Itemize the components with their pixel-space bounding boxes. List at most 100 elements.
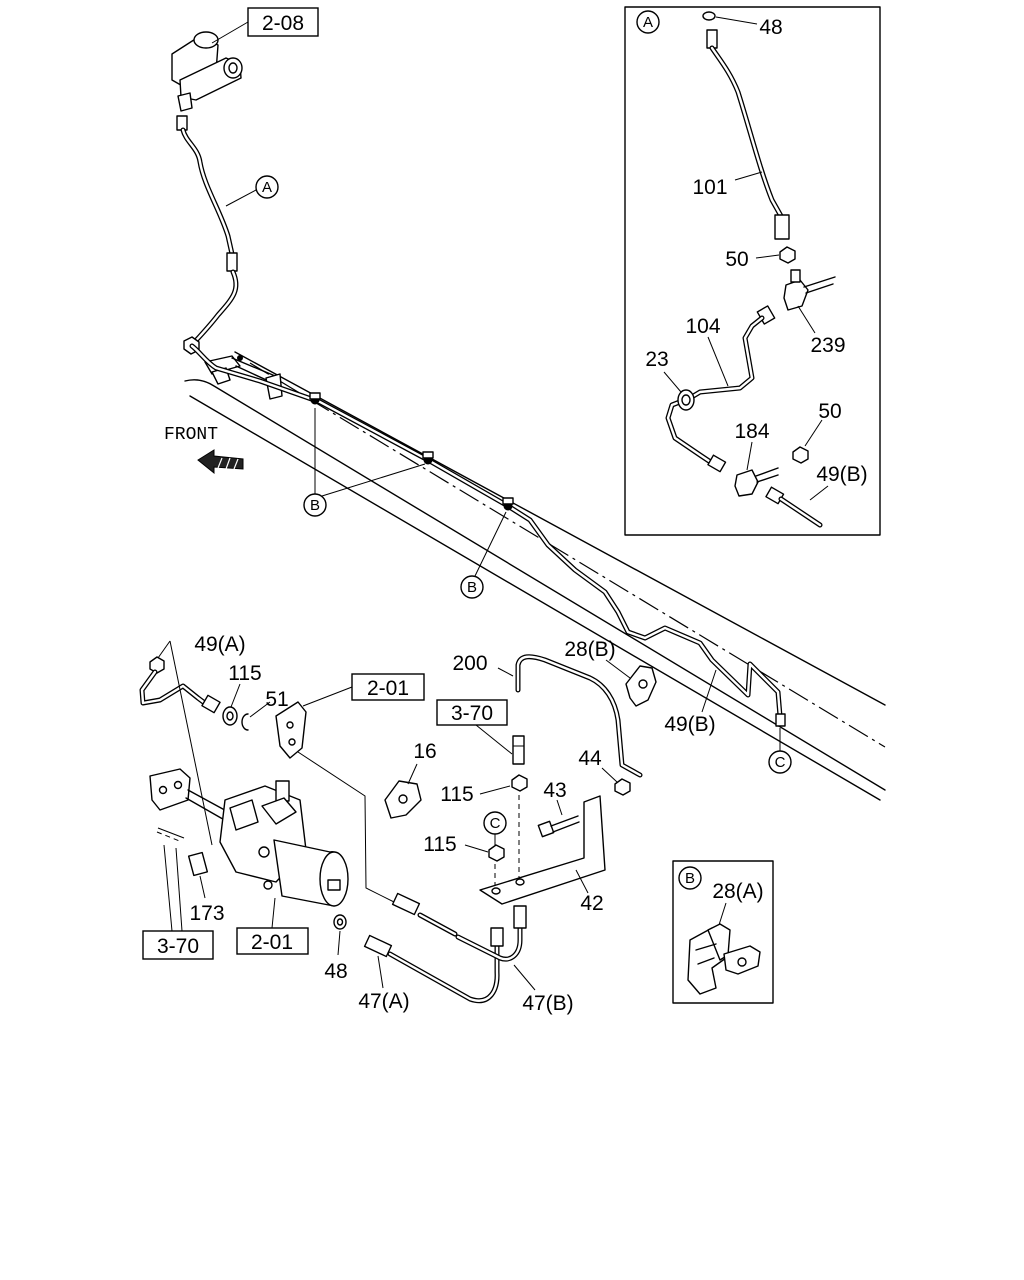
callout-pipe-end-c-letter: C [775,754,786,771]
detail-a-hose-shape [774,214,790,240]
label-clip-28a: 28(A) [712,880,763,903]
bolt-43-shape [537,820,555,838]
mounting-bracket [275,701,397,904]
callout-hose-a-shape [255,175,279,199]
label-bolt-43: 43 [543,779,566,802]
clip-16: 16 [384,740,437,819]
detail-a-marker-letter: A [643,14,653,31]
detail-a-pipe-out-shape [809,485,829,501]
detail-a-nut-lower-shape [792,446,809,464]
label-washer-48: 48 [324,960,347,983]
detail-a-nut-lower-shape [804,419,823,447]
flex-hose-a-shape [181,128,234,256]
brake-unit [149,768,349,907]
ref-label-2-08: 2-08 [262,12,304,35]
ref-box-master-cylinder[interactable]: 2-08 [211,7,319,44]
washer-115a-shape [226,711,234,721]
label-grommet-23: 23 [645,348,668,371]
label-rear-pipe[interactable]: 49(B) [664,669,717,736]
label-nut-115c: 115 [423,833,456,856]
hose-47a-shape [377,955,384,989]
clip-28a-shape [697,957,715,965]
detail-a-grommet-shape [681,394,691,406]
ref-box-union[interactable]: 3-70 [436,699,513,755]
washer-48-shape [336,918,344,926]
label-washer-48: 48 [759,16,782,39]
ring-51-shape [241,713,249,731]
ring-51-shape [249,701,271,718]
callout-clip-b-rear-letter: B [467,579,477,596]
callout-clip-b-front-letter: B [310,497,320,514]
mounting-bracket-shape [288,738,296,746]
detail-a-tee-upper-shape [797,305,816,334]
nut-115b: 115 [440,774,528,880]
detail-b-marker-letter: B [685,870,695,887]
ref-box-bracket-shape [302,686,353,707]
flex-hose-a-shape [226,252,238,272]
nut-115c-shape [488,844,505,862]
detail-a-pipe-out-shape [779,497,822,527]
frame-rail-shape [189,395,881,801]
callout-clip-b-rear-shape [474,511,507,577]
part-173: 173 [187,851,225,925]
bolt-43-shape [556,799,563,816]
hose-47a-shape [490,927,504,947]
callout-clip-b-rear[interactable]: B [460,511,507,599]
frame-rail [184,351,886,801]
label-clip-28b: 28(B) [564,638,615,661]
brake-unit-shape [229,799,259,831]
detail-a-tee-lower-shape [734,469,759,497]
label-hose-101: 101 [692,176,727,199]
flex-hose-a-shape [190,270,238,347]
callout-clip-b-front-shape [321,463,426,497]
front-indicator-shape [217,457,223,469]
clip-16-shape [407,763,418,785]
pipe-49a-shape [157,640,171,659]
pipe-clip-rear [502,497,514,511]
master-cylinder-shape [177,92,193,112]
label-pipe-104: 104 [685,315,720,338]
hose-47a: 47(A) [358,892,504,1013]
callout-pipe-end-c[interactable]: C [768,728,792,774]
nut-44-shape [614,778,631,796]
detail-a-tee-upper-shape [805,283,834,294]
hose-piece-shape [156,831,183,843]
part-173-shape [187,851,209,877]
washer-48: 48 [324,914,348,983]
detail-a-nut-upper-shape [755,254,780,259]
ref-box-unit[interactable]: 2-01 [236,897,309,955]
ref-box-part[interactable]: 3-70 [142,844,214,960]
detail-a-tee-lower-shape [746,441,753,471]
brake-pipe-49b-shape [775,713,786,727]
detail-a-nut-lower: 50 [792,400,842,464]
master-cylinder-shape [193,31,219,49]
ref-label-2-01-bracket: 2-01 [367,677,409,700]
frame-rail-shape [184,379,886,791]
callout-hose-a-letter: A [262,179,272,196]
brake-unit-shape [319,851,349,907]
callout-clip-b-front[interactable]: B [303,408,426,517]
hose-47a-shape [363,934,393,958]
ref-label-3-70-union: 3-70 [451,702,493,725]
brake-unit-shape [158,785,168,795]
bolt-43: 43 [537,779,580,838]
brake-unit-shape [173,780,183,790]
pipe-200-shape [516,655,642,777]
brake-unit-shape [263,880,273,890]
label-clip-16: 16 [413,740,436,763]
clip-28b-shape [605,659,631,679]
pipe-49a-shape [201,694,221,714]
label-rear-pipe-text: 49(B) [664,713,715,736]
detail-b-marker-shape [678,866,702,890]
label-pipe-49a: 49(A) [194,633,245,656]
detail-b-inset: B 28(A) [672,860,774,1004]
washer-48-shape [337,930,341,956]
detail-a-tee-upper: 239 [783,269,846,357]
callout-c-lower[interactable]: C [483,811,507,846]
front-indicator-shape [233,458,239,470]
callout-hose-a[interactable]: A [225,175,279,207]
ref-box-bracket[interactable]: 2-01 [302,673,425,707]
hose-47a-shape [388,944,499,1002]
detail-a-pipe-shape [666,316,764,465]
ref-label-2-01-unit: 2-01 [251,931,293,954]
